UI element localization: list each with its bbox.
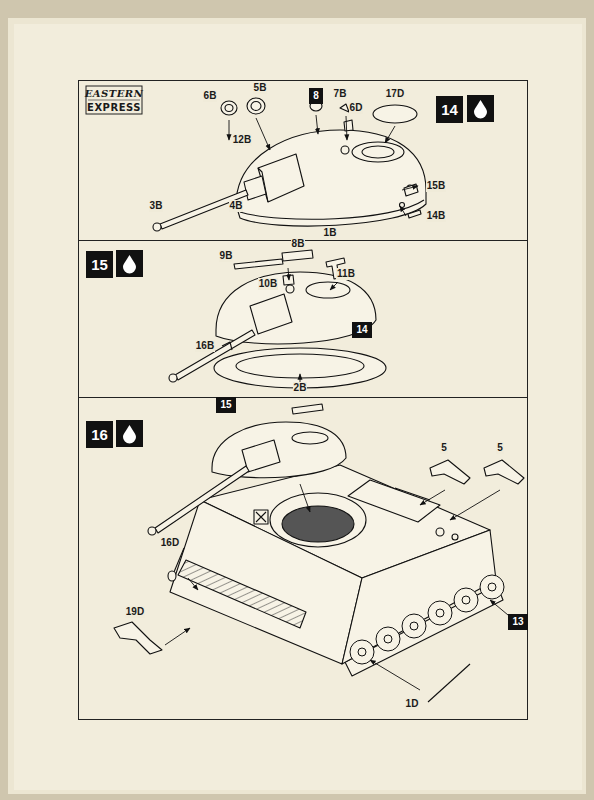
part-number: 5 [496,442,504,454]
part-number: 6D [349,102,364,114]
step-16-drawing [114,404,524,702]
step-15-drawing [169,250,386,388]
hull-side [342,530,496,664]
part-number: 6B [203,90,218,102]
part-number: 16D [160,537,180,549]
part-number: 3B [149,200,164,212]
part-number: 12B [232,134,252,146]
part-number: 17D [385,88,405,100]
subassembly-ref: 8 [309,88,323,104]
part-number: 7B [333,88,348,100]
subassembly-ref: 15 [216,397,235,413]
road-wheels [350,575,504,664]
hull-front [170,500,362,664]
paper-sheet [8,18,586,794]
part-number: 15B [426,180,446,192]
leader-lines [229,115,418,216]
subassembly-ref: 13 [508,614,527,630]
glue-icon [467,95,494,122]
part-number: 11B [336,268,356,280]
step-number: 16 [86,421,113,448]
step-panel: 15 [78,240,528,398]
brand-logo: EXPRESS [86,101,142,114]
glue-icon [116,250,143,277]
part-number: 19D [125,606,145,618]
part-number: 4B [229,200,244,212]
glue-icon [116,420,143,447]
part-number: 5B [253,82,268,94]
part-number: 14B [426,210,446,222]
step-number: 14 [436,96,463,123]
leader-lines [165,484,508,690]
subassembly-ref: 14 [352,322,371,338]
part-number: 2B [293,382,308,394]
part-number: 16B [195,340,215,352]
leader-lines [288,268,338,392]
part-number: 1B [323,227,338,239]
step-panel: 14 [78,80,528,241]
brand-logo: EASTERN [84,87,145,100]
part-number: 5 [440,442,448,454]
part-number: 10B [258,278,278,290]
step-number: 15 [86,251,113,278]
part-number: 9B [219,250,234,262]
part-number: 1D [405,698,420,710]
paper-sheet [14,24,582,790]
part-number: 8B [291,238,306,250]
step-panel: 16 [78,397,528,720]
turret-ring [270,493,366,547]
step-14-drawing [153,98,426,231]
